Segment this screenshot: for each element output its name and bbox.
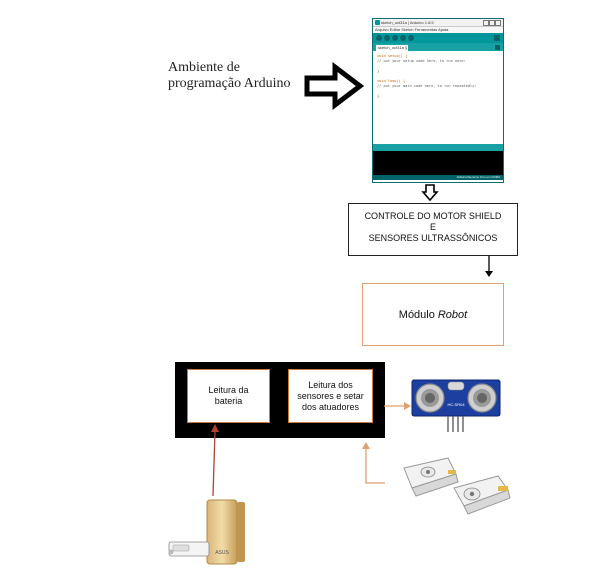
sensor-reading-box: Leitura dos sensores e setar dos atuador… [288, 369, 373, 423]
down-arrow-icon [485, 256, 493, 277]
motor-shield-controller-box: CONTROLE DO MOTOR SHIELD E SENSORES ULTR… [348, 203, 518, 256]
battery-line2: bateria [214, 396, 243, 406]
up-arrow-icon [211, 424, 219, 497]
gear-motors-icon [403, 457, 511, 515]
ide-console [373, 151, 503, 175]
right-arrow-icon [304, 61, 365, 111]
controller-line1: CONTROLE DO MOTOR SHIELD [364, 211, 502, 221]
controller-line3: SENSORES ULTRASSÔNICOS [368, 233, 498, 243]
new-icon [392, 35, 398, 41]
power-bank-brand: ASUS [215, 550, 229, 556]
battery-reading-box: Leitura da bateria [187, 369, 270, 423]
environment-label: Ambiente de programação Arduino [168, 60, 298, 92]
power-bank-icon: ASUS [168, 499, 245, 565]
code-line: } [377, 94, 380, 98]
ide-title-bar: sketch_oct31a | Arduino 1.8.5 [373, 19, 503, 27]
close-icon [495, 20, 501, 26]
code-line: // put your setup code here, to run once… [377, 59, 466, 63]
minimize-icon [483, 20, 489, 26]
arduino-app-icon [375, 20, 380, 25]
sensor-model-label: HC-SR04 [447, 402, 465, 407]
robot-module-italic: Robot [437, 308, 468, 321]
tab-menu-icon [495, 45, 500, 50]
down-arrow-icon [421, 184, 439, 202]
up-arrow-icon [362, 442, 385, 484]
verify-icon [376, 35, 382, 41]
ide-tab-strip: sketch_oct31a § [373, 43, 503, 51]
sensors-line2: sensores e setar [297, 390, 364, 401]
serial-monitor-icon [494, 35, 500, 41]
ide-tab: sketch_oct31a § [376, 45, 408, 51]
right-arrow-icon [384, 402, 411, 410]
sensors-line1: Leitura dos [308, 379, 353, 390]
code-line: } [377, 69, 380, 73]
ide-title: sketch_oct31a | Arduino 1.8.5 [381, 20, 434, 25]
robot-module-box: Módulo Robot [362, 283, 504, 346]
ide-code-editor: void setup() { // put your setup code he… [373, 51, 503, 144]
upload-icon [384, 35, 390, 41]
environment-label-line2: programação Arduino [168, 76, 291, 91]
environment-label-line1: Ambiente de [168, 60, 240, 75]
ide-console-bar [373, 144, 503, 151]
code-line: void setup() { [377, 54, 408, 58]
ide-toolbar [373, 33, 503, 43]
controller-line2: E [429, 222, 436, 232]
ide-status-bar: Arduino/Genuino Uno em COM1 [373, 175, 503, 180]
maximize-icon [489, 20, 495, 26]
ide-menu-bar: Arquivo Editar Sketch Ferramentas Ajuda [373, 27, 503, 33]
arduino-ide-window: sketch_oct31a | Arduino 1.8.5 Arquivo Ed… [372, 18, 504, 183]
save-icon [408, 35, 414, 41]
sensors-line3: dos atuadores [301, 401, 360, 412]
code-line: void loop() { [377, 79, 406, 83]
code-line: // put your main code here, to run repea… [377, 84, 477, 88]
open-icon [400, 35, 406, 41]
robot-module-label: Módulo [398, 308, 435, 321]
battery-line1: Leitura da [208, 385, 249, 395]
ultrasonic-sensor-icon: HC-SR04 [411, 379, 501, 432]
